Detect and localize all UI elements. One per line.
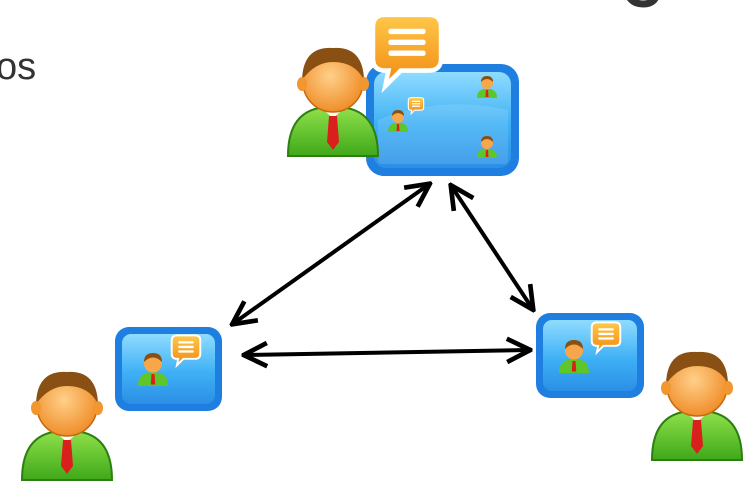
partial-slide-text: os	[0, 46, 37, 88]
arrow-bottom-left-to-bottom-right	[246, 350, 528, 355]
chat-window-icon	[115, 327, 222, 411]
chat-window-icon	[536, 313, 644, 398]
node-bottom-right	[536, 313, 743, 461]
node-bottom-left	[21, 327, 222, 481]
node-top	[287, 15, 519, 176]
chat-window-icon	[366, 64, 519, 176]
partial-title-glyph	[627, 0, 658, 8]
person-icon	[21, 370, 113, 481]
person-icon	[651, 350, 743, 461]
person-icon	[287, 46, 379, 158]
arrow-top-to-bottom-right	[452, 187, 532, 308]
arrow-top-to-bottom-left	[234, 185, 428, 323]
